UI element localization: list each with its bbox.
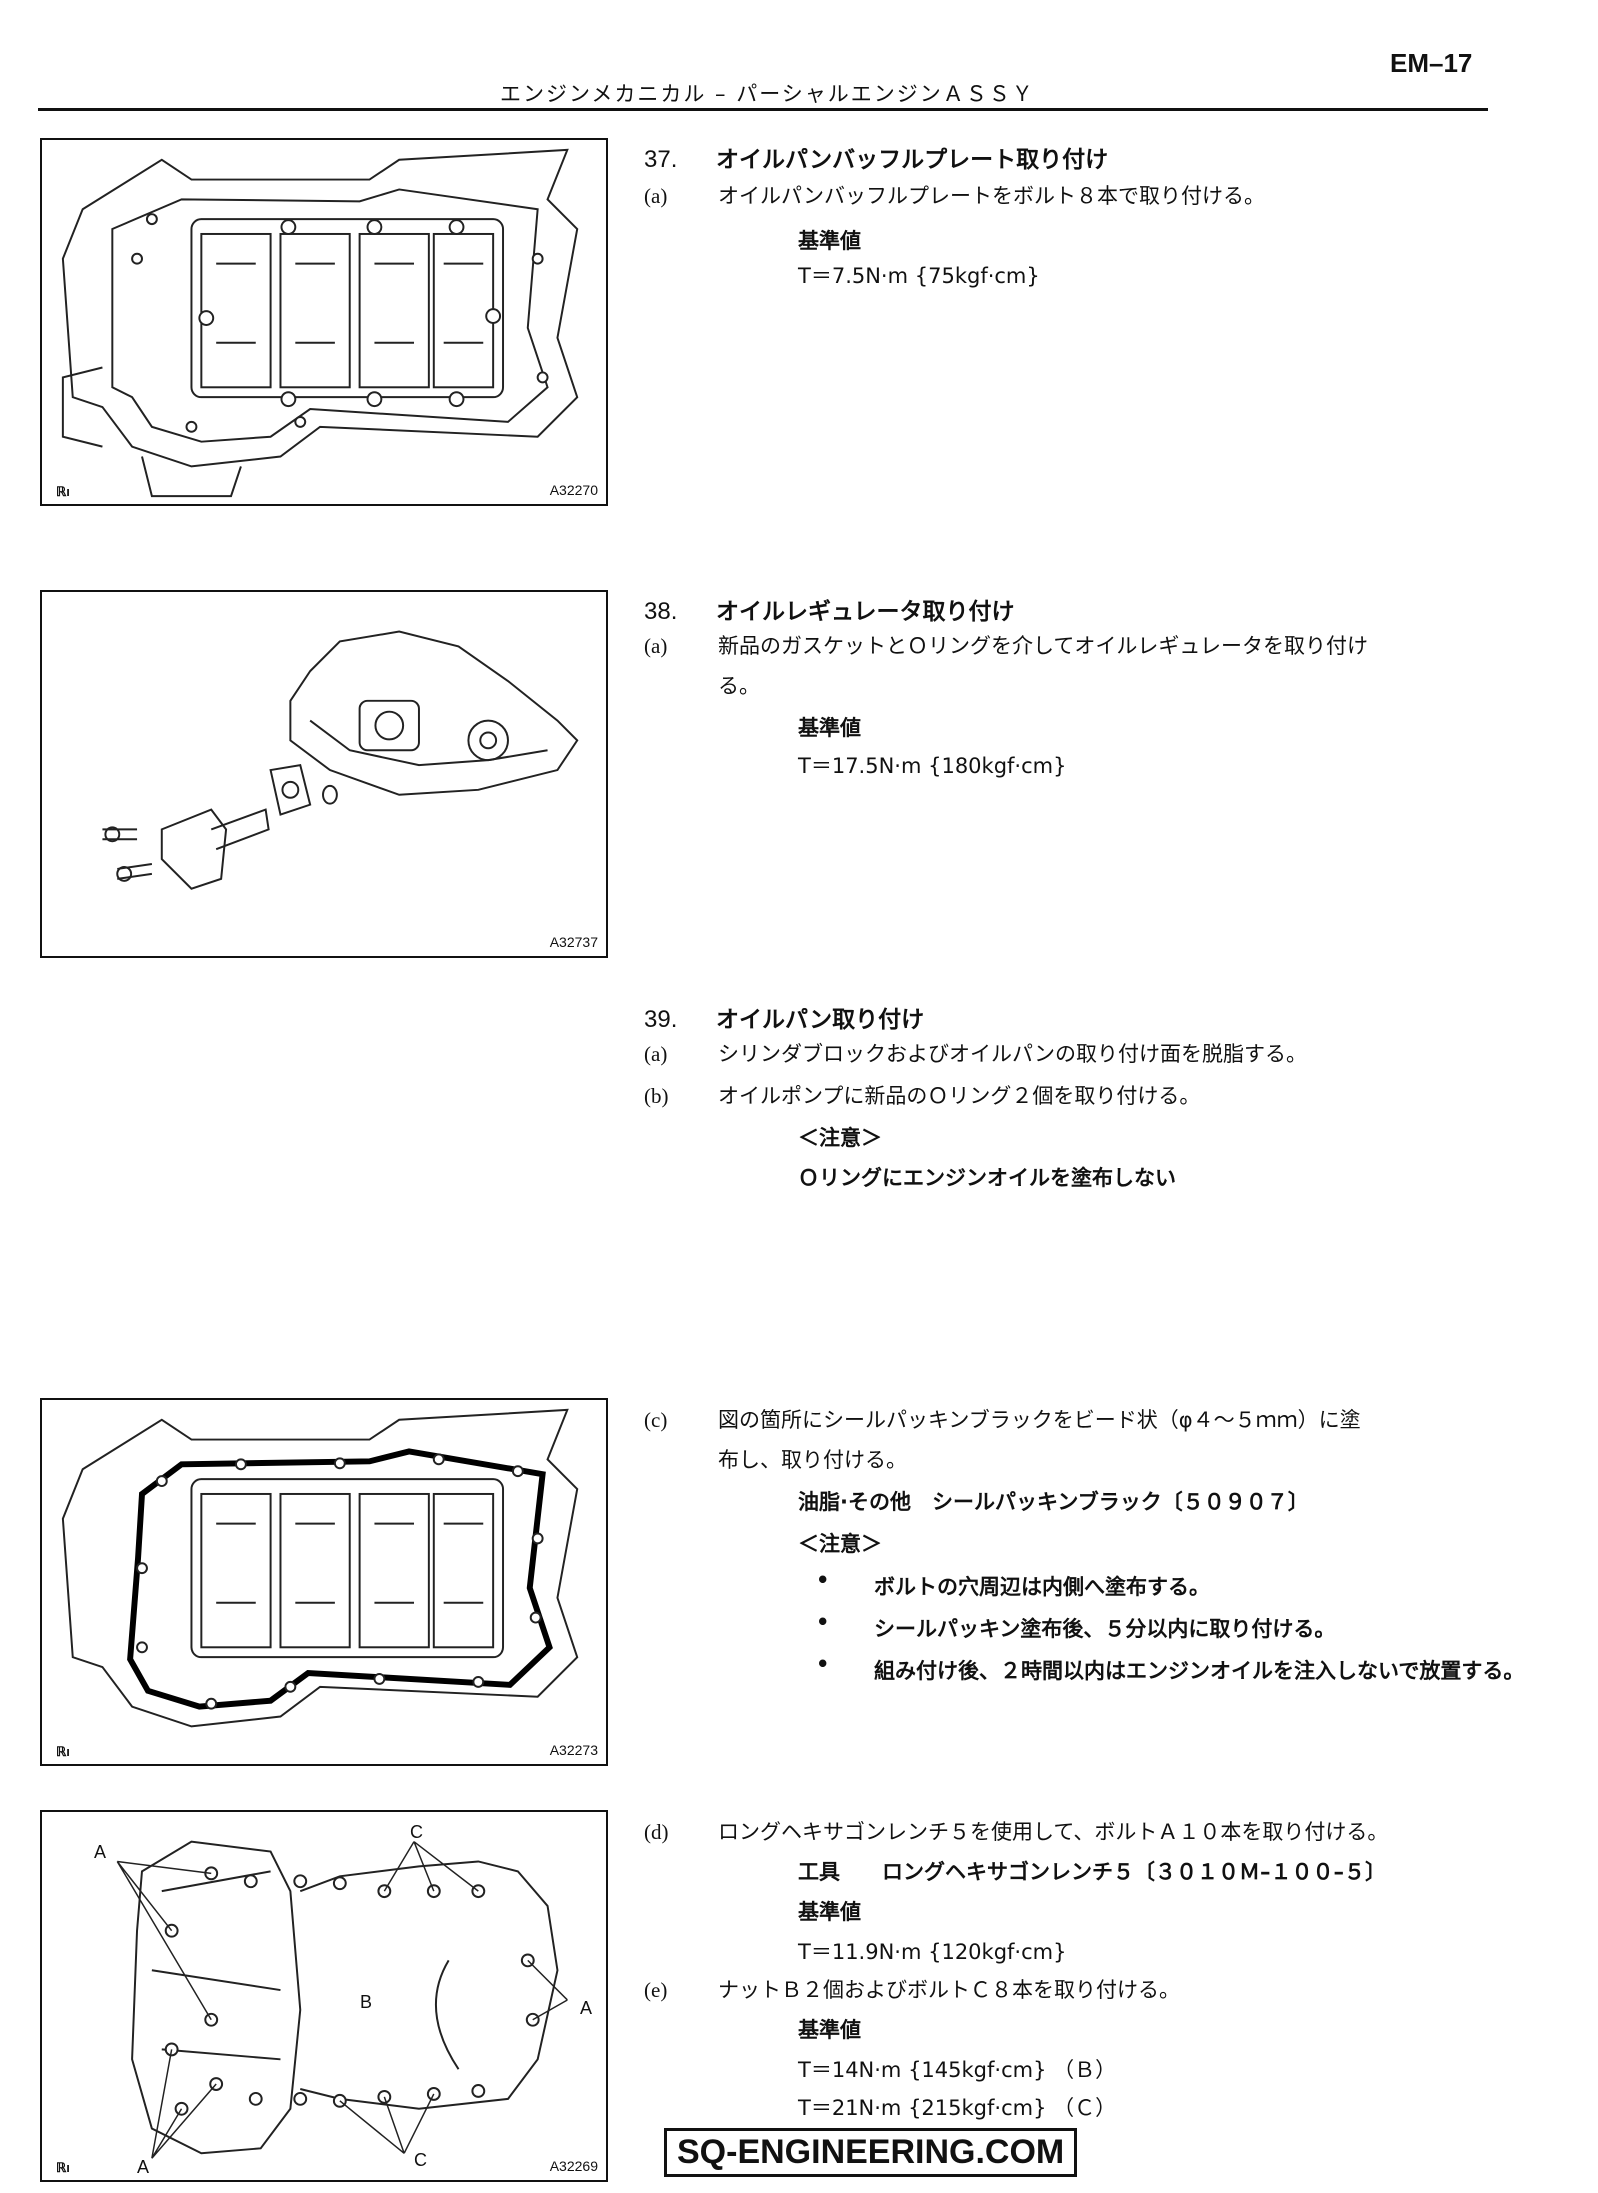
bullet-text: シールパッキン塗布後、５分以内に取り付ける。 — [874, 1617, 1336, 1641]
item-label: (d) — [644, 1820, 669, 1844]
step-title: オイルレギュレータ取り付け — [716, 599, 1015, 625]
item-text: オイルパンバッフルプレートをボルト８本で取り付ける。 — [718, 184, 1266, 208]
standard-value-label: 基準値 — [798, 1900, 861, 1924]
figure-baffle-plate: ℝı A32270 — [40, 138, 608, 506]
item-text-cont: 布し、取り付ける。 — [718, 1448, 907, 1472]
material-spec: 油脂·その他 シールパッキンブラック〔５０９０７〕 — [798, 1490, 1309, 1514]
item-label: (a) — [644, 634, 668, 658]
item-label: (b) — [644, 1084, 669, 1108]
step-number: 37. — [644, 146, 678, 173]
item-text: シリンダブロックおよびオイルパンの取り付け面を脱脂する。 — [718, 1042, 1308, 1066]
item-text: 新品のガスケットとＯリングを介してオイルレギュレータを取り付け — [718, 634, 1368, 658]
item-text: 図の箇所にシールパッキンブラックをビード状（φ４～５ｍｍ）に塗 — [718, 1408, 1361, 1432]
bullet-dot: • — [816, 1610, 830, 1634]
oil-regulator-drawing — [102, 630, 579, 890]
step-38-a: (a) 新品のガスケットとＯリングを介してオイルレギュレータを取り付け — [644, 628, 1598, 668]
label-b: B — [360, 1992, 373, 2012]
standard-value-label: 基準値 — [798, 229, 861, 253]
torque-spec: T＝7.5N·m {75kgf·cm} — [798, 264, 1040, 288]
site-watermark: SQ-ENGINEERING.COM — [664, 2128, 1078, 2177]
step-37-a: (a) オイルパンバッフルプレートをボルト８本で取り付ける。 — [644, 178, 1598, 218]
header-rule — [38, 108, 1488, 111]
caution-bullet: • 組み付け後、２時間以内はエンジンオイルを注入しないで放置する。 — [816, 1652, 1524, 1732]
bullet-text: ボルトの穴周辺は内側へ塗布する。 — [874, 1575, 1210, 1599]
item-label: (a) — [644, 184, 668, 208]
label-c-top: C — [410, 1822, 423, 1842]
figure-id: A32737 — [549, 934, 598, 950]
step-39-d: (d) ロングヘキサゴンレンチ５を使用して、ボルトＡ１０本を取り付ける。 — [644, 1814, 1598, 1854]
step-39-heading: 39. オイルパン取り付け — [644, 1000, 924, 1034]
step-39-c: (c) 図の箇所にシールパッキンブラックをビード状（φ４～５ｍｍ）に塗 — [644, 1402, 1598, 1442]
bullet-dot: • — [816, 1568, 830, 1592]
figure-id: A32269 — [549, 2158, 598, 2174]
baffle-plate-drawing — [61, 148, 579, 498]
figure-bolt-positions: A A A B C C ℝı A32269 — [40, 1810, 608, 2182]
figure-oil-regulator: A32737 — [40, 590, 608, 958]
caution-label: ＜注意＞ — [798, 1126, 882, 1150]
item-text: ナットＢ２個およびボルトＣ８本を取り付ける。 — [718, 1978, 1180, 2002]
bullet-text: 組み付け後、２時間以内はエンジンオイルを注入しないで放置する。 — [874, 1659, 1525, 1683]
step-number: 39. — [644, 1006, 678, 1033]
item-text-cont: る。 — [718, 674, 760, 698]
caution-text: Ｏリングにエンジンオイルを塗布しない — [798, 1166, 1176, 1190]
standard-value-label: 基準値 — [798, 2018, 861, 2042]
figure-mark: ℝı — [56, 2160, 70, 2175]
running-title: エンジンメカニカル – パーシャルエンジンＡＳＳＹ — [500, 82, 1035, 106]
step-39-b: (b) オイルポンプに新品のＯリング２個を取り付ける。 — [644, 1078, 1598, 1118]
caution-bullet: • シールパッキン塗布後、５分以内に取り付ける。 — [816, 1610, 1516, 1650]
step-title: オイルパンバッフルプレート取り付け — [716, 147, 1109, 173]
tool-spec: 工具 ロングヘキサゴンレンチ５〔３０１０Ｍ–１００–５〕 — [798, 1860, 1386, 1884]
item-label: (a) — [644, 1042, 668, 1066]
figure-mark: ℝı — [56, 484, 70, 499]
figure-id: A32273 — [549, 1742, 598, 1758]
label-a-right: A — [580, 1998, 593, 2018]
torque-spec-c: T＝21N·m {215kgf·cm} （Ｃ） — [798, 2096, 1117, 2120]
item-text: ロングヘキサゴンレンチ５を使用して、ボルトＡ１０本を取り付ける。 — [718, 1820, 1389, 1844]
step-38-heading: 38. オイルレギュレータ取り付け — [644, 592, 1015, 626]
seal-packing-drawing — [61, 1408, 579, 1728]
bolt-positions-drawing — [116, 1840, 568, 2159]
item-label: (e) — [644, 1978, 668, 2002]
step-37-heading: 37. オイルパンバッフルプレート取り付け — [644, 140, 1108, 174]
torque-spec-b: T＝14N·m {145kgf·cm} （Ｂ） — [798, 2058, 1117, 2082]
page-number: EM–17 — [1390, 48, 1473, 78]
torque-spec: T＝17.5N·m {180kgf·cm} — [798, 754, 1067, 778]
step-39-a: (a) シリンダブロックおよびオイルパンの取り付け面を脱脂する。 — [644, 1036, 1598, 1076]
step-title: オイルパン取り付け — [716, 1007, 925, 1033]
caution-bullet: • ボルトの穴周辺は内側へ塗布する。 — [816, 1568, 1516, 1608]
figure-id: A32270 — [549, 482, 598, 498]
item-label: (c) — [644, 1408, 668, 1432]
step-number: 38. — [644, 598, 678, 625]
caution-label: ＜注意＞ — [798, 1532, 882, 1556]
standard-value-label: 基準値 — [798, 716, 861, 740]
bullet-dot: • — [816, 1652, 830, 1676]
step-39-e: (e) ナットＢ２個およびボルトＣ８本を取り付ける。 — [644, 1972, 1598, 2012]
torque-spec: T＝11.9N·m {120kgf·cm} — [798, 1940, 1067, 1964]
figure-seal-packing: ℝı A32273 — [40, 1398, 608, 1766]
figure-mark: ℝı — [56, 1744, 70, 1759]
item-text: オイルポンプに新品のＯリング２個を取り付ける。 — [718, 1084, 1201, 1108]
label-a-top: A — [94, 1842, 107, 1862]
label-c-bottom: C — [414, 2150, 427, 2170]
label-a-bottom: A — [137, 2157, 150, 2177]
